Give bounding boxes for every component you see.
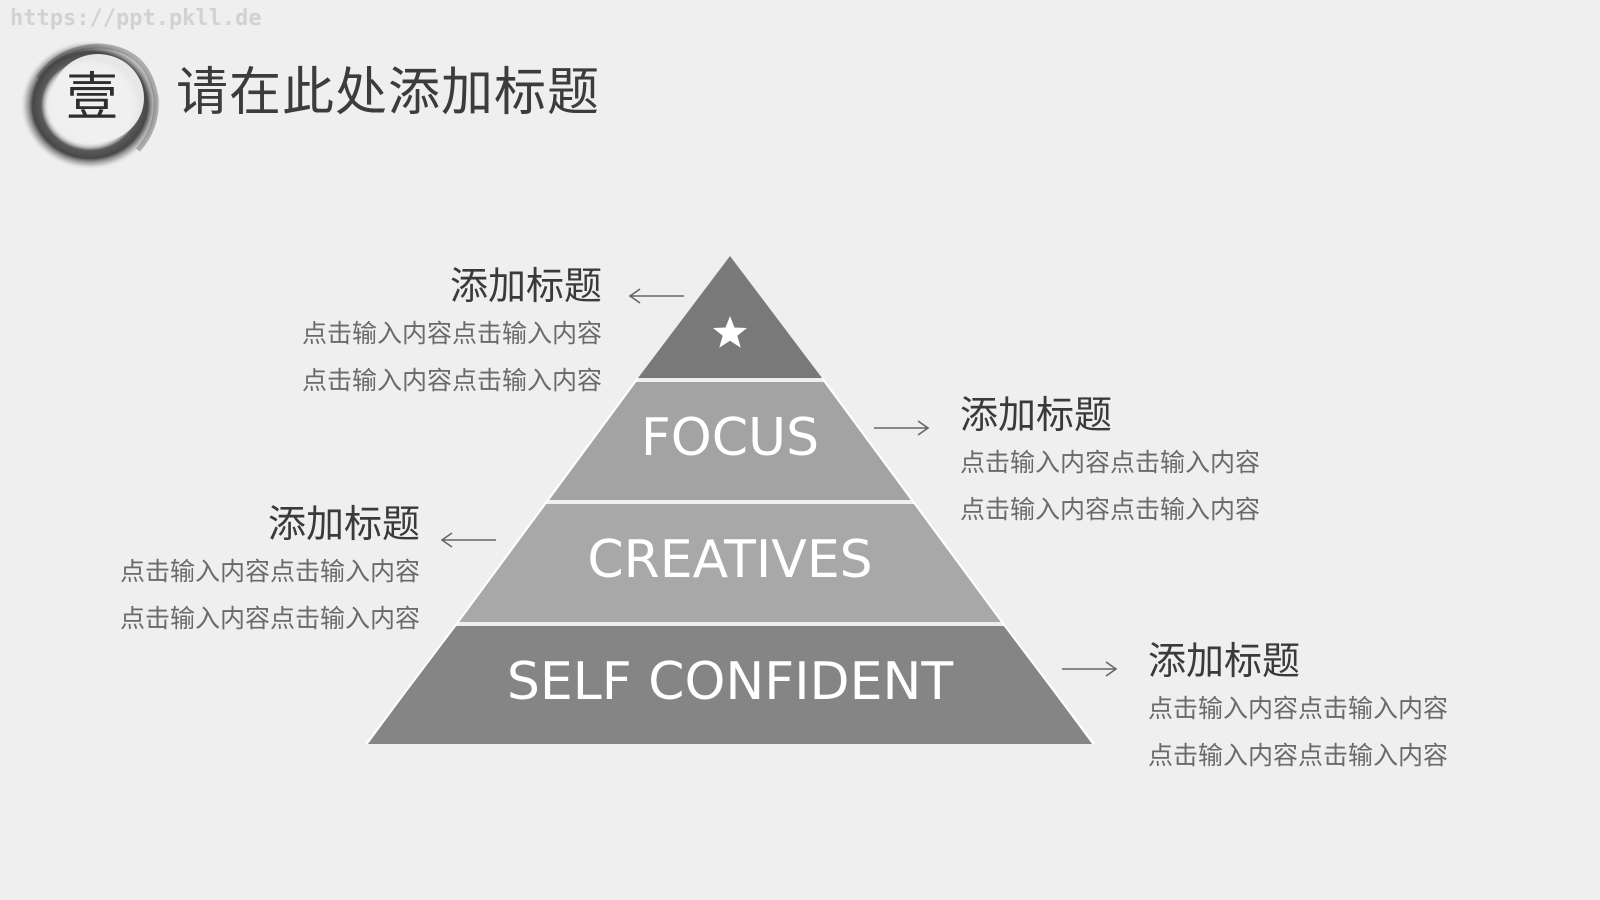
page-title: 请在此处添加标题: [176, 63, 601, 123]
callout-heading: 添加标题: [267, 502, 420, 546]
tier-label-focus: FOCUS: [641, 408, 819, 468]
pyramid-tier-focus: [548, 382, 912, 500]
callout-text: 点击输入内容点击输入内容: [960, 495, 1261, 524]
callout-heading: 添加标题: [1148, 639, 1301, 683]
callout-right-upper: 添加标题 点击输入内容点击输入内容 点击输入内容点击输入内容: [960, 391, 1290, 533]
watermark-url: https://ppt.pkll.de: [10, 6, 262, 31]
star-icon: [713, 316, 747, 348]
callout-heading: 添加标题: [449, 264, 602, 308]
pyramid-tier-creatives: [458, 504, 1002, 622]
callout-top-left: 添加标题 点击输入内容点击输入内容 点击输入内容点击输入内容: [272, 262, 602, 404]
callout-text: 点击输入内容点击输入内容: [301, 366, 602, 395]
ink-circle-icon: [18, 38, 162, 172]
arrow-right-icon: [1060, 659, 1118, 679]
tier-label-self-confident: SELF CONFIDENT: [507, 652, 953, 712]
callout-text: 点击输入内容点击输入内容: [119, 557, 420, 586]
tier-label-creatives: CREATIVES: [587, 530, 872, 590]
callout-text: 点击输入内容点击输入内容: [1148, 694, 1449, 723]
arrow-right-icon: [872, 418, 930, 438]
callout-text: 点击输入内容点击输入内容: [1148, 741, 1449, 770]
callout-left-lower: 添加标题 点击输入内容点击输入内容 点击输入内容点击输入内容: [90, 500, 420, 642]
pyramid-edge-left: [365, 377, 639, 745]
pyramid-edge-right: [821, 377, 1095, 745]
section-number: 壹: [65, 68, 118, 128]
callout-text: 点击输入内容点击输入内容: [960, 448, 1261, 477]
arrow-left-icon: [628, 286, 686, 306]
callout-bottom-right: 添加标题 点击输入内容点击输入内容 点击输入内容点击输入内容: [1148, 637, 1478, 779]
callout-heading: 添加标题: [960, 393, 1113, 437]
pyramid-tier-base: [368, 626, 1092, 744]
arrow-left-icon: [440, 530, 498, 550]
callout-text: 点击输入内容点击输入内容: [119, 604, 420, 633]
callout-text: 点击输入内容点击输入内容: [301, 319, 602, 348]
